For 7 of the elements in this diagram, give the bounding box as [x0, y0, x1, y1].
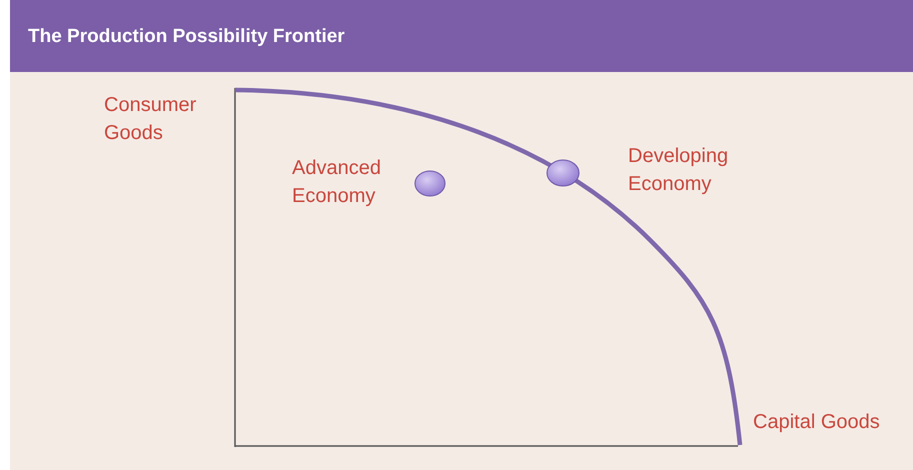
axis-label: Capital Goods: [753, 410, 881, 435]
diagram-title: The Production Possibility Frontier: [28, 26, 345, 48]
point-label: Advanced Economy: [292, 156, 382, 209]
axis-label: Consumer Goods: [104, 93, 198, 146]
economy-marker: [546, 159, 580, 187]
point-label: Developing Economy: [628, 144, 730, 197]
economy-marker: [414, 170, 446, 197]
